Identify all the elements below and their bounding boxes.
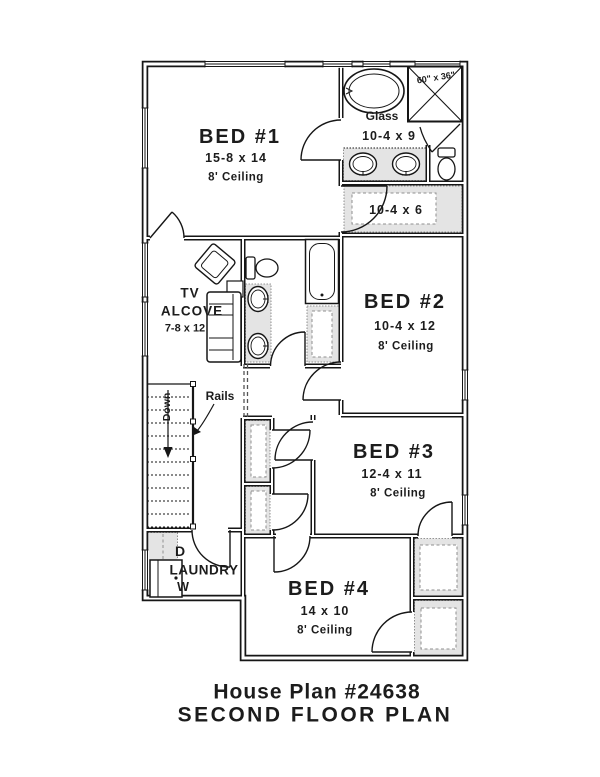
- bathtub-icon: [304, 238, 340, 305]
- mid-closet1-door: [271, 429, 311, 469]
- down-arrowhead: [163, 447, 173, 458]
- window-top-bath2: [362, 60, 391, 68]
- bed3-door: [274, 421, 314, 461]
- window-top-bed1: [204, 60, 286, 68]
- window-left-bed1: [141, 107, 149, 169]
- master-bath-door: [300, 119, 342, 161]
- laundry-door: [191, 529, 231, 568]
- armchair-icon: [194, 243, 236, 285]
- hall-bath-fixtures: [245, 238, 340, 360]
- rails-pointer: [196, 403, 215, 432]
- hall-bath-door: [269, 331, 306, 367]
- bed1-door: [149, 211, 185, 239]
- laundry-fixtures: [149, 559, 183, 598]
- sofa-icon: [206, 291, 242, 363]
- shower-icon: [407, 65, 463, 153]
- mid-closet2-door: [271, 493, 309, 531]
- tub-icon: [343, 68, 405, 114]
- sink-icon: [391, 152, 421, 176]
- sink-icon: [247, 285, 269, 313]
- alcove-furniture: [194, 243, 244, 363]
- window-top-bath1: [322, 60, 353, 68]
- toilet-icon: [437, 147, 456, 181]
- sink-icon: [247, 332, 269, 360]
- sink-icon: [348, 152, 378, 176]
- master-bath-fixtures: [343, 65, 463, 181]
- hall-closet-door: [340, 185, 388, 233]
- bed3-closet-door: [417, 501, 453, 537]
- closet-shelves: [250, 192, 458, 650]
- stairs-icon: [147, 364, 249, 530]
- window-right-bed3: [461, 494, 469, 526]
- window-left-laundry: [141, 549, 149, 591]
- window-left-alcove1: [141, 242, 149, 298]
- door-swings: [149, 119, 453, 653]
- bed4-closet-door: [371, 611, 413, 653]
- walls-white-core: [143, 62, 467, 660]
- washer-icon: [149, 559, 183, 598]
- window-left-alcove2: [141, 301, 149, 357]
- closet-fills: [147, 147, 463, 657]
- bed4-door: [273, 535, 311, 573]
- windows: [141, 60, 469, 591]
- rails-arrowhead: [194, 427, 201, 435]
- rail-dashes: [243, 364, 249, 417]
- window-right-bed2: [461, 369, 469, 401]
- bed2-door: [302, 361, 342, 401]
- toilet-icon: [245, 256, 279, 280]
